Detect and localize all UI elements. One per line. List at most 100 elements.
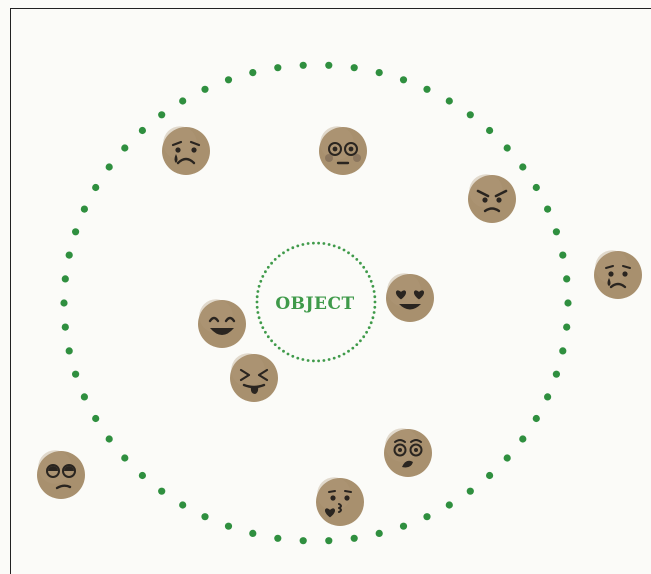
outer-ring-dot	[121, 454, 129, 462]
emoji-faces	[37, 126, 642, 526]
outer-ring-dot	[350, 534, 358, 542]
inner-ring-dot	[264, 330, 267, 334]
inner-ring-dot	[296, 244, 300, 248]
outer-dotted-circle	[60, 61, 572, 545]
inner-ring-dot	[266, 335, 270, 339]
outer-ring-dot	[503, 144, 511, 152]
inner-ring-dot	[365, 330, 368, 334]
outer-ring-dot	[92, 183, 100, 192]
inner-ring-dot	[332, 356, 336, 360]
inner-ring-dot	[291, 354, 295, 358]
outer-ring-dot	[503, 454, 511, 462]
outer-ring-dot	[559, 251, 567, 259]
inner-ring-dot	[367, 326, 371, 329]
inner-ring-dot	[369, 279, 373, 283]
inner-ring-dot	[286, 248, 290, 252]
outer-ring-dot	[375, 529, 383, 538]
inner-ring-dot	[266, 265, 270, 269]
inner-ring-dot	[351, 346, 355, 350]
outer-ring-dot	[158, 111, 166, 119]
inner-ring-dot	[306, 359, 310, 362]
inner-ring-dot	[296, 356, 300, 360]
frame-border-left	[10, 8, 11, 574]
outer-ring-dot	[466, 487, 474, 495]
inner-ring-dot	[286, 352, 290, 356]
outer-ring-dot	[61, 275, 69, 283]
inner-ring-dot	[373, 300, 377, 304]
outer-ring-dot	[399, 76, 408, 84]
outer-ring-dot	[201, 513, 209, 521]
inner-ring-dot	[372, 290, 376, 293]
inner-ring-dot	[355, 343, 359, 346]
rolling-eyes-face-icon	[37, 450, 85, 499]
outer-ring-dot	[552, 370, 561, 378]
inner-ring-dot	[277, 346, 281, 350]
inner-ring-dot	[256, 290, 260, 293]
outer-ring-dot	[559, 347, 567, 355]
inner-ring-dot	[261, 326, 265, 329]
flushed-face-icon	[319, 126, 367, 175]
inner-ring-dot	[342, 352, 346, 356]
inner-ring-dot	[362, 335, 366, 339]
outer-ring-dot	[399, 522, 408, 530]
outer-ring-dot	[299, 61, 307, 69]
kissing-heart-face-icon	[316, 477, 364, 526]
heart-eyes-face-icon	[386, 273, 434, 322]
outer-ring-dot	[274, 534, 282, 542]
outer-ring-dot	[65, 251, 73, 259]
inner-ring-dot	[332, 244, 336, 248]
grinning-face-icon	[198, 299, 246, 348]
outer-ring-dot	[544, 205, 552, 213]
inner-ring-dot	[359, 339, 362, 343]
outer-ring-dot	[466, 111, 474, 119]
inner-ring-dot	[359, 261, 362, 265]
outer-ring-dot	[519, 435, 527, 443]
inner-ring-dot	[282, 251, 285, 255]
outer-ring-dot	[445, 97, 453, 105]
outer-ring-dot	[325, 61, 333, 69]
outer-ring-dot	[249, 529, 257, 538]
outer-ring-dot	[201, 85, 209, 93]
outer-ring-dot	[179, 97, 187, 105]
outer-ring-dot	[532, 414, 540, 423]
outer-ring-dot	[80, 205, 88, 213]
inner-ring-dot	[347, 251, 350, 255]
inner-ring-dot	[371, 284, 375, 288]
inner-dotted-circle	[255, 241, 377, 363]
inner-ring-dot	[259, 321, 263, 325]
inner-ring-dot	[365, 270, 368, 274]
worried-face-icon	[384, 428, 432, 477]
inner-ring-dot	[255, 300, 259, 304]
outer-ring-dot	[65, 347, 73, 355]
outer-ring-dot	[179, 501, 187, 509]
inner-ring-dot	[312, 241, 315, 245]
outer-ring-dot	[486, 126, 494, 135]
outer-ring-dot	[72, 370, 80, 378]
inner-ring-dot	[277, 254, 281, 258]
outer-ring-dot	[350, 64, 358, 72]
outer-ring-dot	[72, 228, 80, 236]
inner-ring-dot	[347, 349, 350, 353]
outer-ring-dot	[563, 275, 571, 283]
inner-ring-dot	[317, 359, 320, 363]
outer-ring-dot	[121, 144, 129, 152]
outer-ring-dot	[274, 64, 282, 72]
inner-ring-dot	[337, 354, 341, 358]
inner-ring-dot	[367, 275, 371, 278]
outer-ring-dot	[60, 299, 68, 307]
outer-ring-dot	[563, 323, 571, 331]
outer-ring-dot	[423, 513, 431, 521]
inner-ring-dot	[306, 242, 310, 245]
outer-ring-dot	[105, 163, 113, 171]
inner-ring-dot	[273, 258, 277, 261]
outer-ring-dot	[325, 537, 333, 545]
inner-ring-dot	[371, 316, 375, 320]
inner-ring-dot	[257, 284, 261, 288]
outer-ring-dot	[423, 85, 431, 93]
inner-ring-dot	[255, 305, 259, 309]
outer-ring-dot	[564, 299, 572, 307]
outer-ring-dot	[486, 471, 494, 480]
angry-face-icon	[468, 174, 516, 223]
squinting-tongue-face-icon	[230, 353, 278, 402]
